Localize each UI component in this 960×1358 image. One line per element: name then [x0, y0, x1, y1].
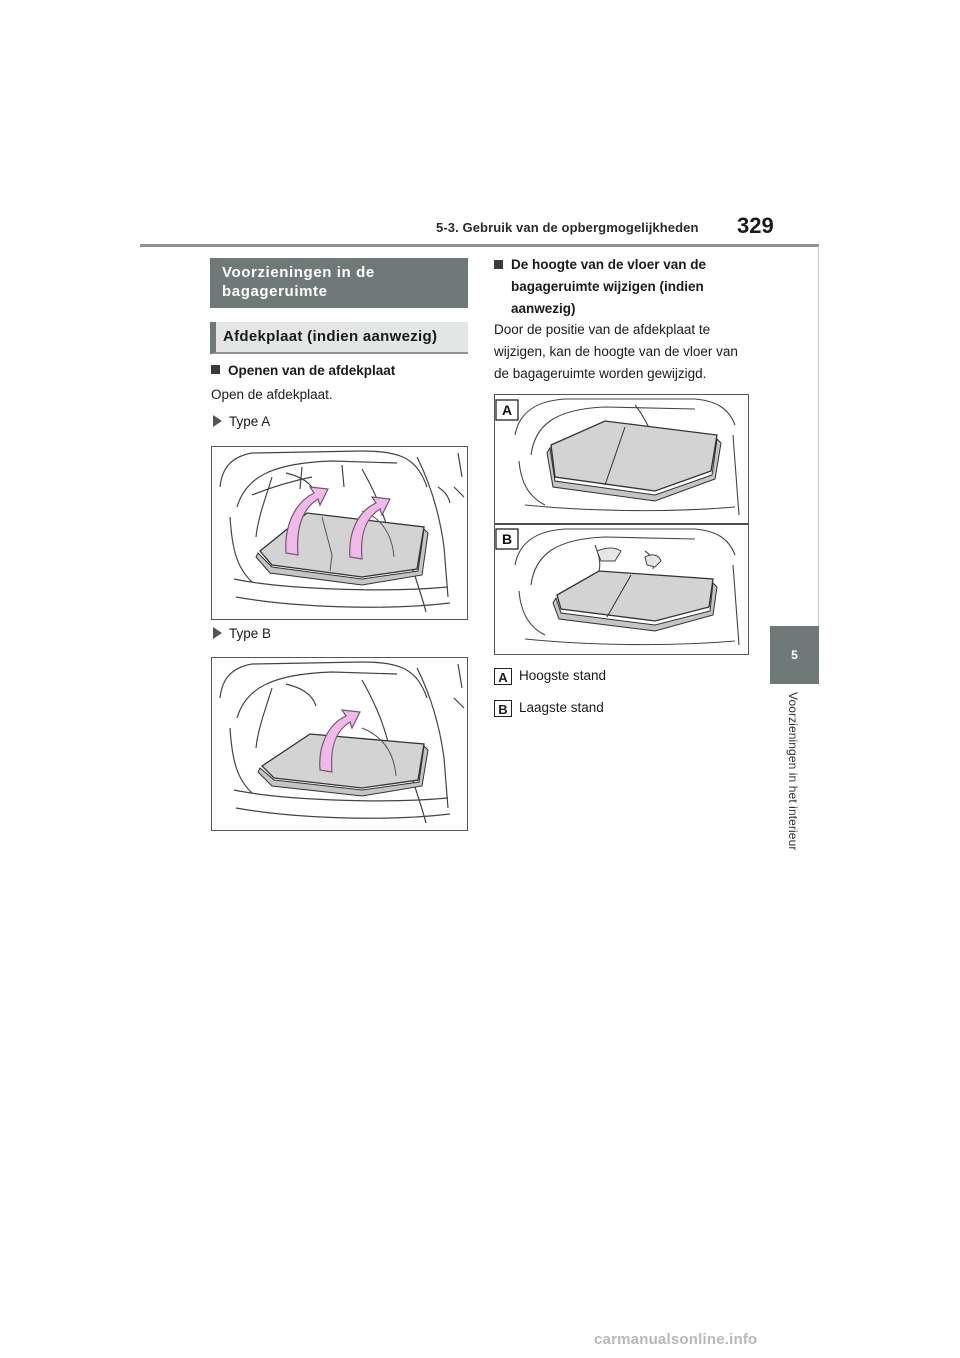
opening-heading: Openen van de afdekplaat	[211, 360, 395, 382]
chapter-tab[interactable]: 5	[770, 626, 819, 684]
chapter-number: 5	[791, 648, 798, 662]
square-bullet-icon	[211, 365, 220, 374]
legend-item-a: A Hoogste stand	[494, 666, 606, 686]
floor-height-heading: De hoogte van de vloer van de bagageruim…	[494, 254, 754, 320]
legend-text-b: Laagste stand	[519, 700, 604, 716]
header-rule	[140, 244, 819, 247]
floor-height-text: Door de positie van de afdekplaat te wij…	[494, 322, 738, 381]
side-rule	[818, 246, 819, 626]
figure-label-b: B	[502, 531, 512, 547]
legend-item-b: B Laagste stand	[494, 698, 604, 718]
chapter-label: Voorzieningen in het interieur	[786, 692, 800, 851]
legend-text-a: Hoogste stand	[519, 668, 607, 684]
figure-floor-positions: A B	[494, 394, 749, 655]
page-number: 329	[737, 213, 774, 238]
lift-arrow-icon	[319, 709, 361, 773]
subsection-heading: Afdekplaat (indien aanwezig)	[210, 322, 468, 354]
section-breadcrumb: 5-3. Gebruik van de opbergmogelijkheden	[436, 220, 699, 235]
lift-arrow-icon	[285, 486, 391, 560]
trunk-illustration-type-b	[219, 661, 465, 824]
square-bullet-icon	[494, 260, 503, 269]
type-b-label: Type B	[213, 623, 271, 645]
figure-type-a	[211, 446, 468, 620]
watermark: carmanualsonline.info	[594, 1331, 758, 1348]
legend-key-b: B	[494, 699, 512, 717]
floor-positions-illustration: A B	[495, 398, 748, 646]
opening-text: Open de afdekplaat.	[211, 387, 333, 402]
triangle-bullet-icon	[213, 627, 222, 639]
trunk-illustration-type-a	[219, 450, 465, 613]
figure-label-a: A	[502, 402, 512, 418]
section-heading: Voorzieningen in de bagageruimte	[210, 258, 468, 308]
figure-type-b	[211, 657, 468, 831]
legend-key-a: A	[494, 667, 512, 685]
type-a-label: Type A	[213, 411, 270, 433]
triangle-bullet-icon	[213, 415, 222, 427]
